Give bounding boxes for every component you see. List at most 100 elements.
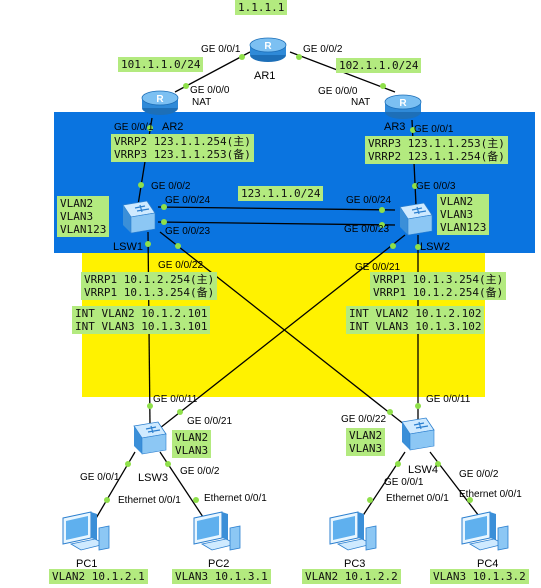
pc4-addr-tag: VLAN3 10.1.3.2 <box>430 569 529 584</box>
pc3-addr-tag: VLAN2 10.1.2.2 <box>302 569 401 584</box>
port-label: GE 0/0/24 <box>346 195 392 206</box>
port-label: GE 0/0/0 <box>190 85 230 96</box>
port-dot <box>193 497 199 503</box>
port-dot <box>379 222 385 228</box>
pc-icon[interactable] <box>329 511 377 551</box>
port-label: GE 0/0/11 <box>426 394 471 405</box>
port-dot <box>380 83 386 89</box>
device-label-lsw4: LSW4 <box>408 464 438 476</box>
port-label: GE 0/0/23 <box>165 226 211 237</box>
port-label: Ethernet 0/0/1 <box>459 489 522 500</box>
device-label-pc4: PC4 <box>477 558 499 570</box>
port-label: NAT <box>351 97 371 108</box>
port-dot <box>161 204 167 210</box>
device-label-pc2: PC2 <box>208 558 230 570</box>
port-label: GE 0/0/2 <box>303 44 343 55</box>
port-dot <box>145 241 151 247</box>
router-icon[interactable] <box>384 94 422 120</box>
port-label: GE 0/0/1 <box>414 124 454 135</box>
pc-icon[interactable] <box>461 511 509 551</box>
lsw1-vlans-tag: VLAN2 VLAN3 VLAN123 <box>57 196 110 237</box>
lsw2-int-tag: INT VLAN2 10.1.2.102 INT VLAN3 10.1.3.10… <box>346 306 485 334</box>
port-label: GE 0/0/21 <box>187 416 233 427</box>
device-label-pc3: PC3 <box>344 558 366 570</box>
port-dots <box>104 54 473 503</box>
port-label: GE 0/0/1 <box>114 122 154 133</box>
pc2-addr-tag: VLAN3 10.1.3.1 <box>172 569 271 584</box>
port-label: GE 0/0/11 <box>153 394 198 405</box>
port-label: NAT <box>192 97 212 108</box>
net-core-tag: 123.1.1.0/24 <box>238 186 324 201</box>
port-label: GE 0/0/2 <box>151 181 191 192</box>
pc1-addr-tag: VLAN2 10.1.2.1 <box>49 569 148 584</box>
port-dot <box>147 125 153 131</box>
port-dot <box>183 83 189 89</box>
port-label: GE 0/0/23 <box>344 224 390 235</box>
switch-icon[interactable] <box>399 202 433 236</box>
port-dot <box>165 461 171 467</box>
pc-icon[interactable] <box>193 511 241 551</box>
port-dot <box>410 127 416 133</box>
port-label: Ethernet 0/0/1 <box>386 493 449 504</box>
lsw4-vlans-tag: VLAN2 VLAN3 <box>346 428 386 456</box>
port-label: GE 0/0/24 <box>165 195 211 206</box>
ar3-vrrp-tag: VRRP3 123.1.1.253(主) VRRP2 123.1.1.254(备… <box>365 136 508 164</box>
port-label: GE 0/0/0 <box>318 86 358 97</box>
port-label: GE 0/0/2 <box>180 466 220 477</box>
port-dot <box>138 182 144 188</box>
lsw1-int-tag: INT VLAN2 10.1.2.101 INT VLAN3 10.1.3.10… <box>72 306 211 334</box>
port-dot <box>435 461 441 467</box>
pc-icon[interactable] <box>62 511 110 551</box>
net-ar1-ar2-tag: 101.1.1.0/24 <box>118 57 204 72</box>
switch-icon[interactable] <box>401 417 435 451</box>
port-dot <box>467 497 473 503</box>
device-label-pc1: PC1 <box>76 558 98 570</box>
port-dot <box>104 497 110 503</box>
port-dot <box>395 461 401 467</box>
link-lsw1-lsw2-g24 <box>157 206 396 211</box>
device-label-ar1: AR1 <box>254 70 276 82</box>
port-label: Ethernet 0/0/1 <box>204 493 267 504</box>
net-ar1-ar3-tag: 102.1.1.0/24 <box>336 58 422 73</box>
port-label: Ethernet 0/0/1 <box>118 495 181 506</box>
port-dot <box>379 207 385 213</box>
port-dot <box>161 219 167 225</box>
port-label: GE 0/0/1 <box>80 472 120 483</box>
port-label: GE 0/0/1 <box>201 44 241 55</box>
port-dot <box>177 409 183 415</box>
device-label-lsw1: LSW1 <box>113 241 143 253</box>
port-label: GE 0/0/1 <box>384 477 424 488</box>
lsw2-vrrp-tag: VRRP1 10.1.3.254(主) VRRP1 10.1.2.254(备) <box>370 272 507 300</box>
port-label: GE 0/0/22 <box>341 414 387 425</box>
switch-icon[interactable] <box>133 421 167 455</box>
port-dot <box>175 243 181 249</box>
lsw1-vrrp-tag: VRRP1 10.1.2.254(主) VRRP1 10.1.3.254(备) <box>81 272 218 300</box>
port-label: GE 0/0/21 <box>355 262 401 273</box>
port-dot <box>387 409 393 415</box>
router-icon[interactable] <box>141 90 179 116</box>
port-dot <box>147 403 153 409</box>
port-dot <box>412 183 418 189</box>
port-dot <box>239 54 245 60</box>
lsw3-vlans-tag: VLAN2 VLAN3 <box>172 430 212 458</box>
port-dot <box>367 497 373 503</box>
port-dot <box>390 243 396 249</box>
device-label-lsw2: LSW2 <box>420 241 450 253</box>
device-label-ar3: AR3 <box>384 121 406 133</box>
device-label-ar2: AR2 <box>162 121 184 133</box>
ar1-loopback-tag: 1.1.1.1 <box>235 0 288 15</box>
port-dot <box>415 403 421 409</box>
port-label: GE 0/0/3 <box>416 181 456 192</box>
link-lsw2-lsw3 <box>159 234 406 429</box>
lsw2-vlans-tag: VLAN2 VLAN3 VLAN123 <box>437 194 490 235</box>
port-dot <box>296 54 302 60</box>
port-dot <box>415 244 421 250</box>
device-label-lsw3: LSW3 <box>138 472 168 484</box>
link-lsw1-lsw4 <box>159 231 406 426</box>
switch-icon[interactable] <box>122 200 156 234</box>
link-lsw1-lsw2-g23 <box>157 221 396 226</box>
router-icon[interactable] <box>249 37 287 63</box>
port-dot <box>125 461 131 467</box>
port-label: GE 0/0/2 <box>459 469 499 480</box>
